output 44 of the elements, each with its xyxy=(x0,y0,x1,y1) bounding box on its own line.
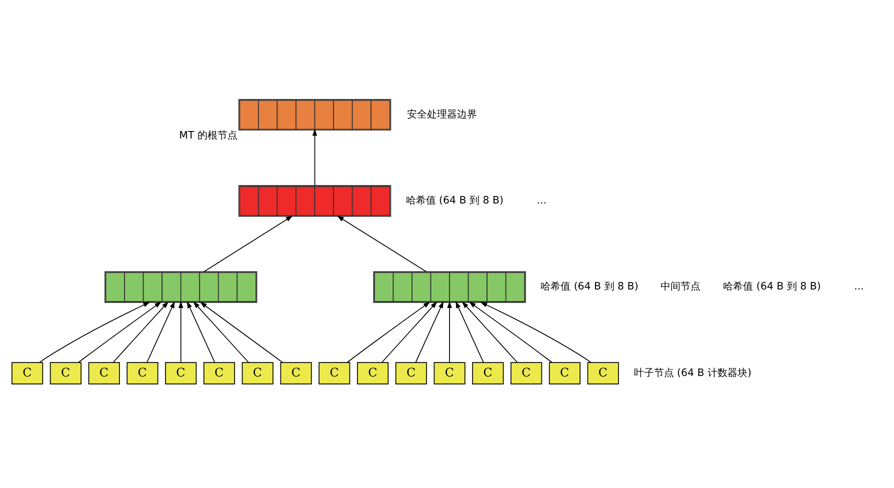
label: ... xyxy=(536,196,547,207)
node-box: C xyxy=(203,362,236,384)
node-box: C xyxy=(242,362,274,384)
node-box: C xyxy=(587,362,619,384)
node-box: C xyxy=(318,362,350,384)
arrow xyxy=(193,302,249,363)
arrow xyxy=(146,301,175,363)
node-box: C xyxy=(50,362,82,384)
node-box: C xyxy=(472,362,504,384)
label: 中间节点 xyxy=(660,282,701,293)
node-box: C xyxy=(434,362,466,384)
arrow xyxy=(447,301,452,363)
label: 哈希值 (64 B 到 8 B) xyxy=(723,282,821,293)
arrow xyxy=(337,216,427,272)
node-box: C xyxy=(126,362,158,384)
arrow xyxy=(415,301,444,363)
arrow xyxy=(381,302,438,363)
arrow xyxy=(346,302,430,363)
arrow xyxy=(456,301,484,363)
arrow xyxy=(112,302,169,363)
label: 哈希值 (64 B 到 8 B) xyxy=(540,282,638,293)
arrow xyxy=(203,216,293,272)
node-box: C xyxy=(510,362,542,384)
arrow xyxy=(468,302,552,363)
node-box: C xyxy=(280,362,312,384)
arrow xyxy=(312,128,318,186)
label: ... xyxy=(854,282,864,293)
arrow xyxy=(78,302,162,363)
node-box: C xyxy=(395,362,427,384)
arrow xyxy=(38,302,150,363)
node-label: MT 的根节点 xyxy=(179,130,238,142)
node-box: C xyxy=(88,362,120,384)
node-box: C xyxy=(548,362,580,384)
arrow xyxy=(462,302,518,363)
node-box: C xyxy=(165,362,197,384)
label: 哈希值 (64 B 到 8 B) xyxy=(406,196,504,207)
node-box: C xyxy=(12,362,44,384)
arrow xyxy=(178,301,184,363)
arrow xyxy=(480,302,592,363)
arrow xyxy=(200,302,284,363)
label: 叶子节点 (64 B 计数器块) xyxy=(634,368,752,379)
arrow xyxy=(186,301,216,363)
node-box: C xyxy=(357,362,389,384)
label: 安全处理器边界 xyxy=(406,109,477,120)
